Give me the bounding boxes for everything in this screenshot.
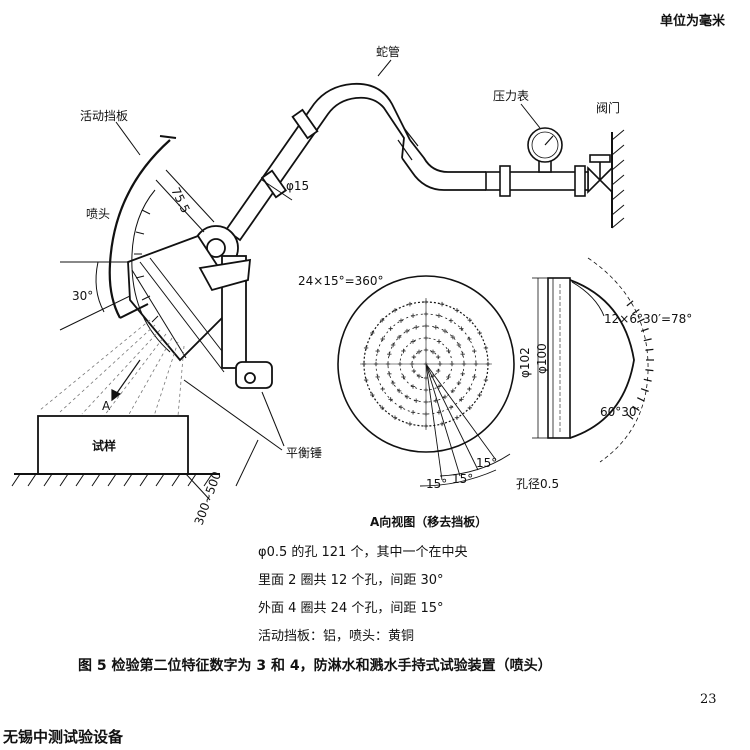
label-dim-phi15: φ15: [286, 179, 309, 193]
spray-arc: [131, 189, 171, 353]
hose: [299, 82, 486, 191]
arc-tick: [645, 369, 654, 372]
figure-caption: 图 5 检验第二位特征数字为 3 和 4，防淋水和溅水手持式试验装置（喷头）: [78, 658, 552, 674]
note-line-3: 外面 4 圈共 24 个孔，间距 15°: [258, 601, 444, 616]
arc-tick: [643, 378, 652, 382]
label-dim-75-5: 75.5: [168, 185, 192, 215]
nozzle-head: [127, 225, 252, 373]
label-pressure-gauge: 压力表: [493, 89, 529, 103]
note-line-2: 里面 2 圈共 12 个孔，间距 30°: [258, 573, 444, 588]
arc-tick: [637, 318, 645, 323]
label-valve: 阀门: [596, 100, 620, 115]
side-arc-ticks: [626, 300, 654, 420]
arc-tick: [640, 388, 649, 392]
wall: [611, 129, 625, 229]
side-view: [532, 257, 649, 463]
watermark: 无锡中测试验设备: [3, 728, 124, 746]
nozzle-holes: [361, 299, 491, 429]
label-counterweight: 平衡锤: [286, 445, 322, 460]
label-angle-15-a: 15°: [476, 456, 497, 470]
label-view-a-title: A向视图（移去挡板）: [370, 514, 487, 529]
view-a: [337, 275, 515, 487]
pressure-gauge: [527, 127, 563, 173]
arc-tick: [637, 397, 645, 402]
label-nozzle: 喷头: [86, 207, 110, 221]
label-hole-diameter: 孔径0.5: [516, 477, 559, 491]
arc-tick: [626, 300, 634, 307]
label-dim-300-500: 300~500: [192, 470, 224, 527]
arc-tick: [632, 405, 640, 412]
label-angle-30: 30°: [72, 289, 93, 303]
ground: [11, 473, 220, 487]
dim-300-500: [183, 379, 283, 501]
label-angle-15-c: 15°: [426, 477, 447, 491]
label-movable-shield: 活动挡板: [80, 109, 128, 123]
label-specimen: 试样: [92, 438, 116, 453]
arc-tick: [626, 413, 634, 420]
arc-tick: [643, 338, 652, 342]
movable-shield: [108, 135, 177, 319]
arc-tick: [645, 348, 654, 351]
valve: [587, 154, 613, 194]
arc-tick: [632, 308, 640, 315]
dim-75-5: [155, 169, 215, 233]
label-dim-phi102: φ102: [518, 347, 532, 378]
specimen-block: [37, 415, 189, 475]
spray-lines: [39, 319, 185, 417]
label-dim-phi100: φ100: [535, 343, 549, 374]
label-hose: 蛇管: [376, 44, 400, 59]
label-angle-60-30: 60°30′: [600, 405, 640, 419]
unit-label: 单位为毫米: [660, 14, 726, 29]
handle-tube: [224, 108, 319, 242]
counterweight: [235, 361, 273, 389]
arc-tick: [640, 328, 649, 332]
note-line-4: 活动挡板：铝，喷头：黄铜: [258, 629, 415, 644]
label-holes-total: 24×15°=360°: [298, 274, 384, 288]
note-line-1: φ0.5 的孔 121 个，其中一个在中央: [258, 545, 468, 560]
label-angle-15-b: 15°: [452, 472, 473, 486]
angle-30-lines: [59, 261, 131, 331]
label-arc-angles: 12×6°30′=78°: [604, 312, 692, 326]
dim-phi15: [261, 179, 293, 201]
supply-pipe: [485, 165, 589, 197]
arrow-a: [111, 359, 141, 402]
label-arrow-a: A: [102, 399, 111, 413]
page-number: 23: [700, 692, 717, 707]
